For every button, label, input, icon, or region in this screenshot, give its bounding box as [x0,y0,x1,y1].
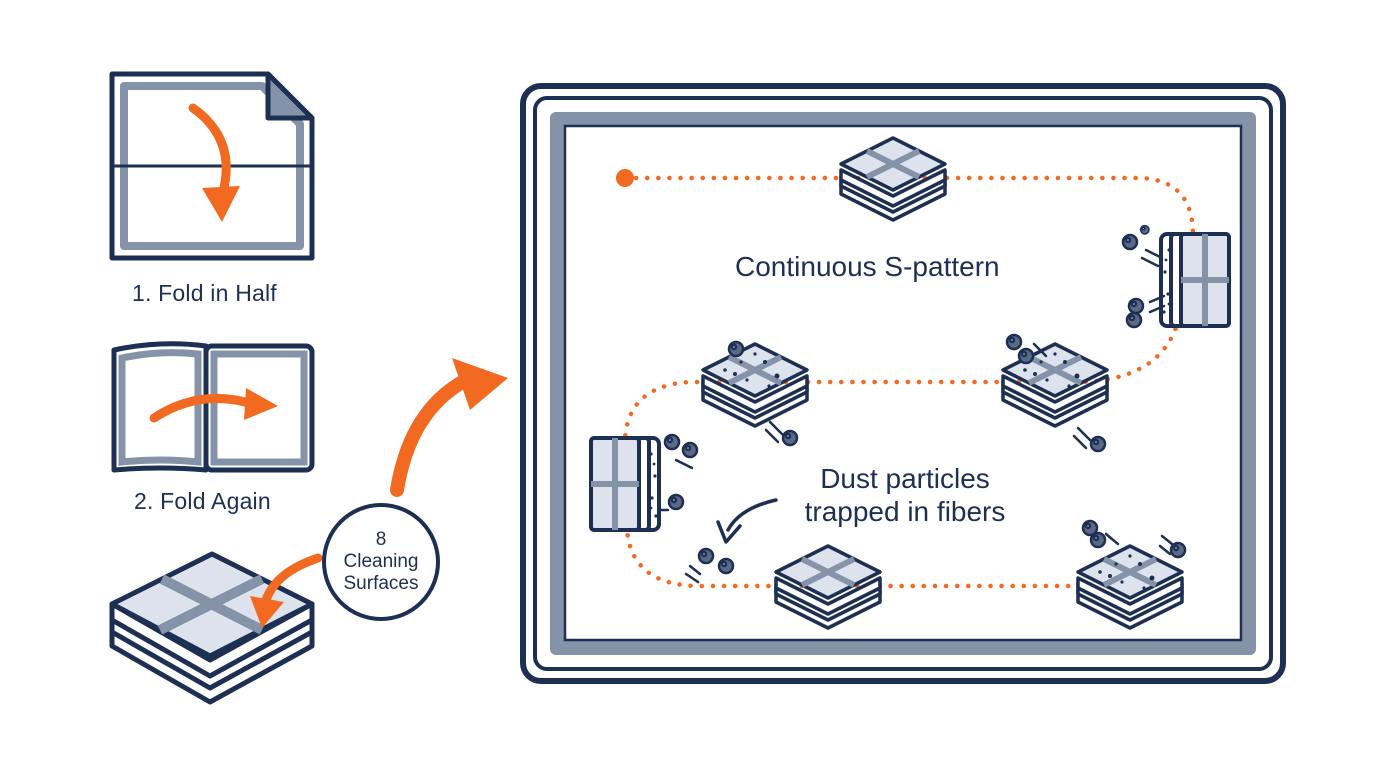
pad-right-side [1161,234,1229,326]
stack-arrow-icon [250,553,323,628]
dust-particle-icon [658,224,1187,584]
badge-number: 8 [375,529,387,550]
pattern-title: Continuous S-pattern [735,251,1000,282]
step2-cloth [111,341,315,473]
dust-note-line1: Dust particles [820,463,990,494]
badge-line2: Surfaces [343,573,419,594]
fold-again-arrow-icon [149,388,278,423]
big-arrow-icon [390,358,508,497]
folded-cloth-icon [109,551,315,705]
pad-left-side [591,438,659,530]
step2-label: 2. Fold Again [134,488,271,514]
path-start-dot [616,169,634,187]
badge-line1: Cleaning [343,551,419,572]
step1-cloth [109,71,315,261]
dust-note: Dust particles trapped in fibers [770,462,1040,528]
surfaces-badge-text: 8 Cleaning Surfaces [322,503,440,621]
step1-label: 1. Fold in Half [132,280,277,306]
fold-arrow-icon [188,103,240,222]
dust-note-line2: trapped in fibers [804,496,1006,527]
note-arrow-icon [716,498,778,544]
surfaces-badge [322,503,440,621]
